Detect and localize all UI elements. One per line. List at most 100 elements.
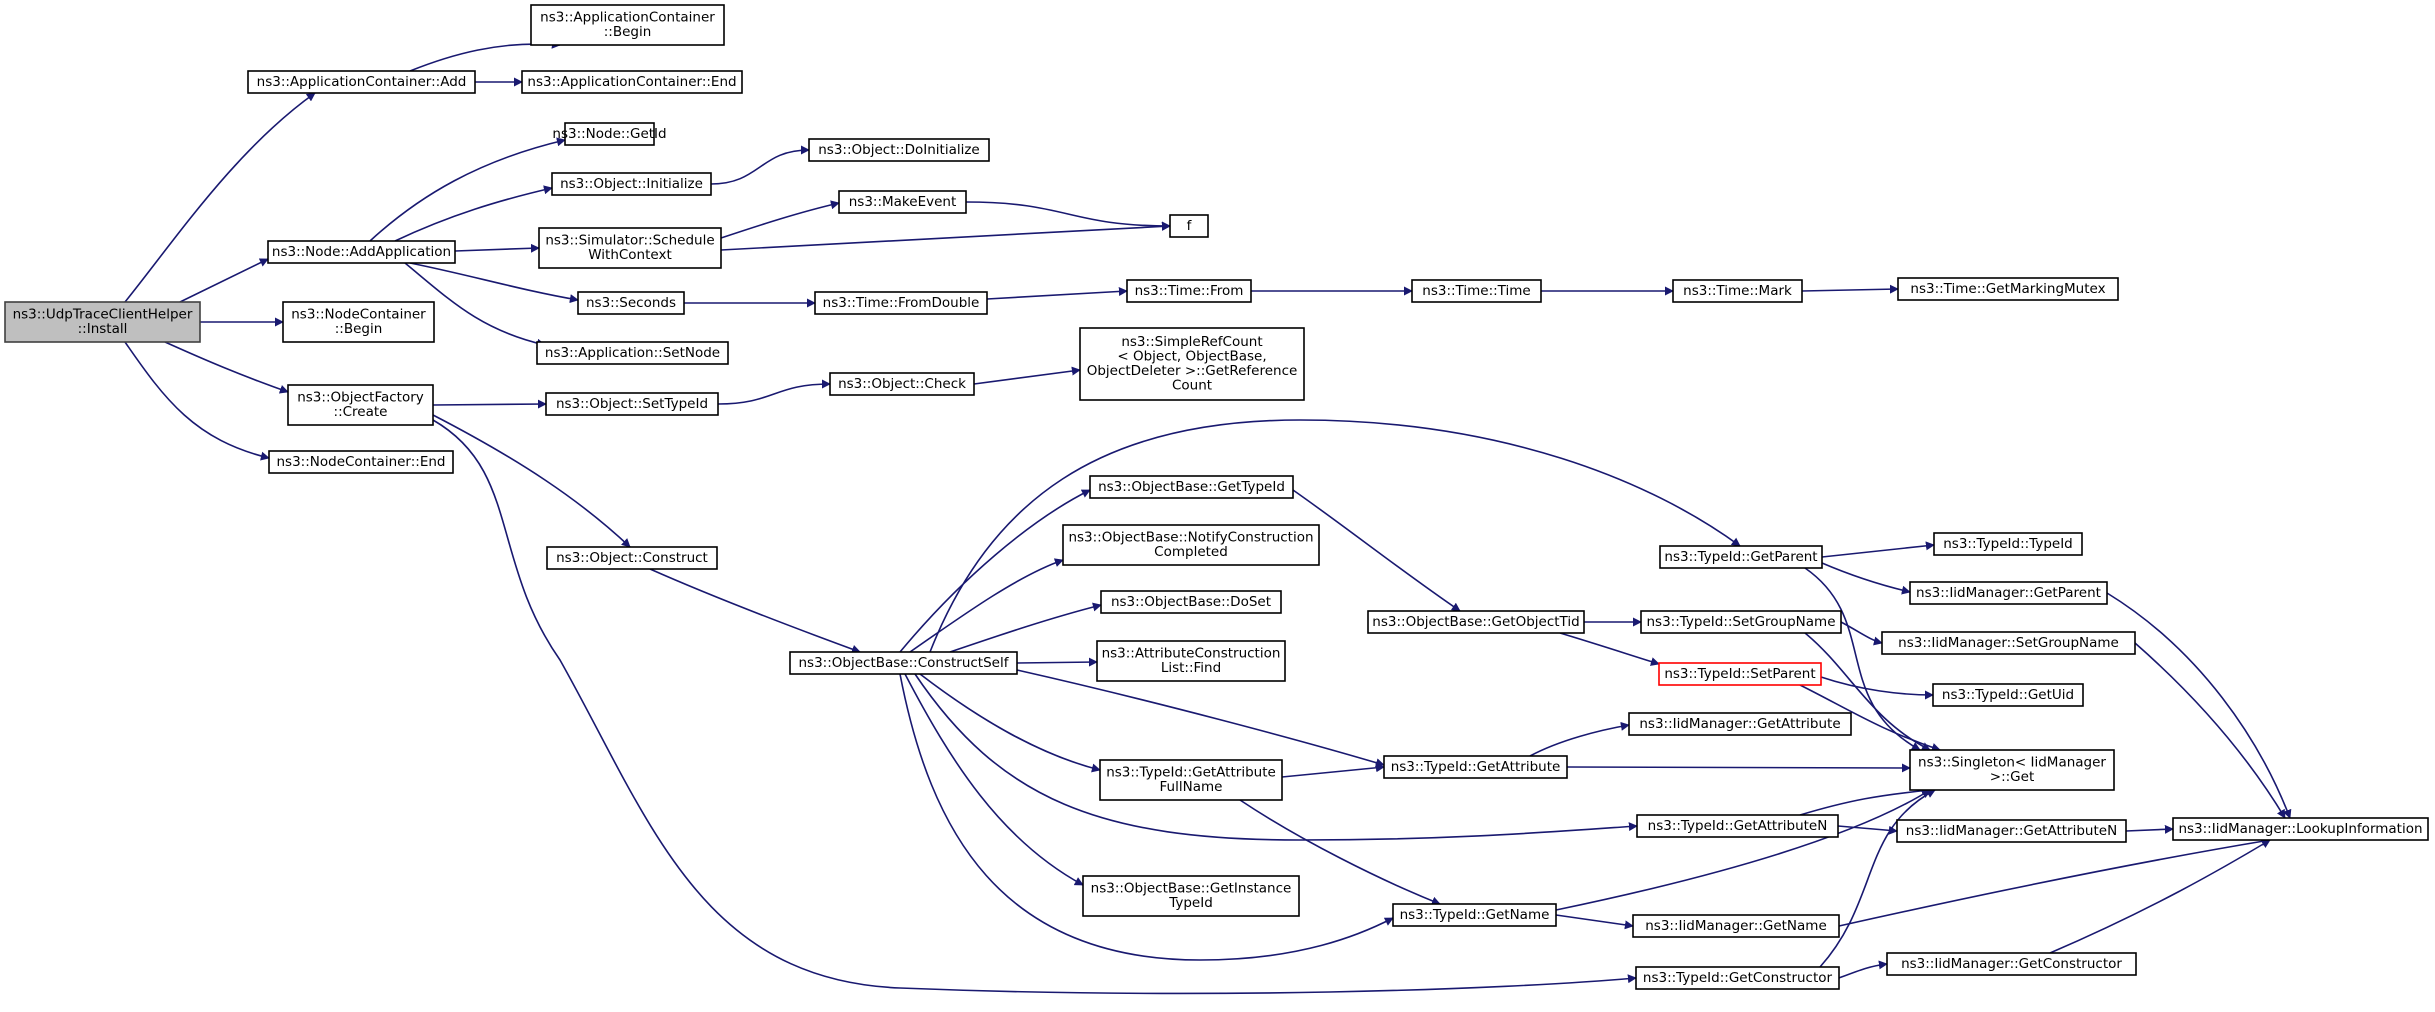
node-makeevent[interactable]: ns3::MakeEvent [838,190,967,214]
node-obj-check[interactable]: ns3::Object::Check [829,372,975,396]
call-edge [432,419,1637,995]
call-edge [929,419,1741,653]
node-label: ::Install [78,321,128,337]
node-label: ns3::Object::Check [838,376,966,392]
node-label: ns3::ApplicationContainer [540,10,715,26]
function-nodes: ns3::UdpTraceClientHelper::Installns3::A… [4,4,2429,990]
node-app-end[interactable]: ns3::ApplicationContainer::End [521,70,743,94]
node-of-create[interactable]: ns3::ObjectFactory::Create [287,384,434,426]
node-ob-constructself[interactable]: ns3::ObjectBase::ConstructSelf [789,651,1018,675]
node-nc-begin[interactable]: ns3::NodeContainer::Begin [282,301,435,343]
node-time-from[interactable]: ns3::Time::From [1126,279,1252,303]
node-iid-setgroup[interactable]: ns3::IidManager::SetGroupName [1881,631,2136,655]
node-box [814,291,988,315]
node-iid-lookup[interactable]: ns3::IidManager::LookupInformation [2172,817,2429,841]
call-edges [124,39,2292,995]
node-label: Completed [1154,544,1228,560]
node-box [1909,581,2108,605]
node-tid-getname[interactable]: ns3::TypeId::GetName [1392,903,1557,927]
call-edge [1799,684,1941,752]
node-label: ns3::IidManager::GetConstructor [1901,956,2122,972]
node-box [1411,279,1542,303]
node-tid-getuid[interactable]: ns3::TypeId::GetUid [1932,683,2084,707]
node-ob-gettypeid[interactable]: ns3::ObjectBase::GetTypeId [1089,475,1294,499]
node-box [521,70,743,94]
node-ob-getobjtid[interactable]: ns3::ObjectBase::GetObjectTid [1367,610,1585,634]
node-iid-getname[interactable]: ns3::IidManager::GetName [1632,914,1840,938]
node-obj-construct[interactable]: ns3::Object::Construct [546,546,718,570]
call-edge [2125,824,2174,834]
node-label: ns3::Object::Initialize [560,176,703,192]
node-label: ns3::MakeEvent [849,194,957,210]
node-label: List::Find [1161,660,1221,676]
node-tid-getattrn[interactable]: ns3::TypeId::GetAttributeN [1636,814,1839,838]
node-tid-setparent[interactable]: ns3::TypeId::SetParent [1658,662,1822,686]
node-time-time[interactable]: ns3::Time::Time [1411,279,1542,303]
node-label: ns3::Time::GetMarkingMutex [1910,281,2105,297]
node-label: ObjectDeleter >::GetReference [1087,363,1298,379]
node-box [1897,277,2119,301]
node-label: ns3::IidManager::SetGroupName [1898,635,2119,651]
node-obj-doinit[interactable]: ns3::Object::DoInitialize [808,138,990,162]
node-node-getid[interactable]: ns3::Node::GetId [552,122,667,146]
node-time-getmutex[interactable]: ns3::Time::GetMarkingMutex [1897,277,2119,301]
node-tid-getattr[interactable]: ns3::TypeId::GetAttribute [1383,755,1568,779]
node-box [1896,819,2127,843]
call-edge [179,258,269,303]
node-f[interactable]: f [1169,214,1209,238]
node-obj-settypeid[interactable]: ns3::Object::SetTypeId [545,392,719,416]
node-srefcount[interactable]: ns3::SimpleRefCount< Object, ObjectBase,… [1079,327,1305,401]
node-app-begin[interactable]: ns3::ApplicationContainer::Begin [530,4,725,46]
node-box [1169,214,1209,238]
node-label: ::Create [334,404,388,420]
node-label: f [1187,218,1193,234]
node-tid-setgroup[interactable]: ns3::TypeId::SetGroupName [1640,610,1842,634]
node-iid-getattrn[interactable]: ns3::IidManager::GetAttributeN [1896,819,2127,843]
call-edge [2134,642,2286,819]
node-label: ns3::Seconds [586,295,676,311]
node-node-addapp[interactable]: ns3::Node::AddApplication [267,240,456,264]
node-time-fromdouble[interactable]: ns3::Time::FromDouble [814,291,988,315]
node-box [789,651,1018,675]
node-label: WithContext [588,247,672,263]
call-edge [1281,763,1385,778]
node-box [808,138,990,162]
call-edge [454,243,540,253]
node-tid-getparent[interactable]: ns3::TypeId::GetParent [1659,545,1823,569]
node-singleton-get[interactable]: ns3::Singleton< IidManager>::Get [1909,749,2115,791]
call-edge [409,39,561,72]
call-edge [2106,592,2292,819]
node-label: ns3::AttributeConstruction [1102,646,1281,662]
call-edge [899,489,1091,653]
node-iid-getparent[interactable]: ns3::IidManager::GetParent [1909,581,2108,605]
node-box [536,341,729,365]
call-edge [164,341,289,394]
node-root[interactable]: ns3::UdpTraceClientHelper::Install [4,301,201,343]
node-app-add[interactable]: ns3::ApplicationContainer::Add [247,70,476,94]
node-tid-typeid[interactable]: ns3::TypeId::TypeId [1933,532,2083,556]
call-edge [1559,632,1660,666]
node-box [1100,590,1282,614]
node-obj-init[interactable]: ns3::Object::Initialize [551,172,712,196]
node-iid-getctor[interactable]: ns3::IidManager::GetConstructor [1886,952,2137,976]
node-box [564,122,655,146]
node-time-mark[interactable]: ns3::Time::Mark [1672,279,1803,303]
node-seconds[interactable]: ns3::Seconds [577,291,685,315]
node-app-setnode[interactable]: ns3::Application::SetNode [536,341,729,365]
node-ob-doset[interactable]: ns3::ObjectBase::DoSet [1100,590,1282,614]
call-edge [432,414,631,548]
node-tid-getctor[interactable]: ns3::TypeId::GetConstructor [1635,966,1840,990]
call-edge [973,366,1081,385]
node-iid-getattr[interactable]: ns3::IidManager::GetAttribute [1628,712,1852,736]
node-box [838,190,967,214]
node-nc-end[interactable]: ns3::NodeContainer::End [268,450,454,474]
node-label: ns3::Object::DoInitialize [818,142,980,158]
node-box [1367,610,1585,634]
node-box [1640,610,1842,634]
node-ob-notify[interactable]: ns3::ObjectBase::NotifyConstructionCompl… [1062,524,1320,566]
